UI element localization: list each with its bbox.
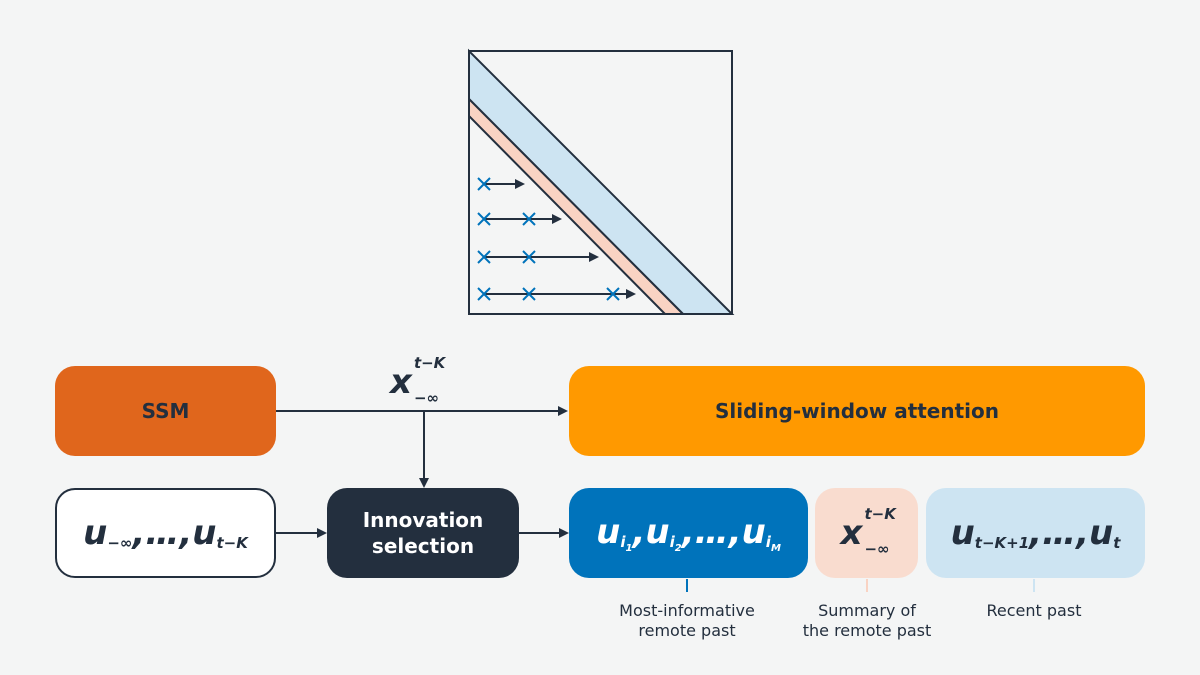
recent-caption: Recent past bbox=[964, 601, 1104, 621]
recent-caption-text: Recent past bbox=[986, 601, 1082, 620]
input-sequence-box: u−∞,…,ut−K bbox=[55, 488, 276, 578]
informative-caption-line1: Most-informative bbox=[619, 601, 755, 620]
selection-row-3 bbox=[477, 250, 599, 264]
summary-caption: Summary of the remote past bbox=[792, 601, 942, 641]
selected-token-marker bbox=[477, 287, 491, 301]
innovation-label-line1: Innovation bbox=[362, 508, 484, 532]
selection-row-1 bbox=[477, 177, 525, 191]
selected-token-marker bbox=[477, 250, 491, 264]
innovation-selection-block: Innovation selection bbox=[327, 488, 519, 578]
ssm-label: SSM bbox=[141, 399, 190, 423]
selection-row-4 bbox=[477, 287, 636, 301]
summary-caption-line2: the remote past bbox=[802, 621, 932, 640]
informative-caption-line2: remote past bbox=[638, 621, 736, 640]
innovation-label-line2: selection bbox=[371, 534, 475, 558]
selected-token-marker bbox=[477, 177, 491, 191]
recent-window-band bbox=[468, 48, 735, 315]
selected-token-marker bbox=[522, 250, 536, 264]
selected-token-marker bbox=[477, 212, 491, 226]
selected-tokens-box: ui1,ui2,…,uiM bbox=[569, 488, 808, 578]
summary-band bbox=[468, 96, 686, 315]
recent-tokens-expression: ut−K+1,…,ut bbox=[950, 513, 1121, 553]
input-sequence-expression: u−∞,…,ut−K bbox=[83, 513, 248, 553]
selected-tokens-expression: ui1,ui2,…,uiM bbox=[596, 511, 781, 555]
summary-caption-line1: Summary of bbox=[818, 601, 916, 620]
ssm-block: SSM bbox=[55, 366, 276, 456]
selected-token-marker bbox=[606, 287, 620, 301]
swa-label: Sliding-window attention bbox=[714, 399, 1000, 423]
selected-token-marker bbox=[522, 287, 536, 301]
sliding-window-attention-block: Sliding-window attention bbox=[569, 366, 1145, 456]
selected-token-marker bbox=[522, 212, 536, 226]
informative-caption: Most-informative remote past bbox=[607, 601, 767, 641]
recent-tokens-box: ut−K+1,…,ut bbox=[926, 488, 1145, 578]
attention-mask-matrix bbox=[468, 48, 735, 315]
selection-row-2 bbox=[477, 212, 562, 226]
matrix-frame bbox=[468, 50, 733, 315]
